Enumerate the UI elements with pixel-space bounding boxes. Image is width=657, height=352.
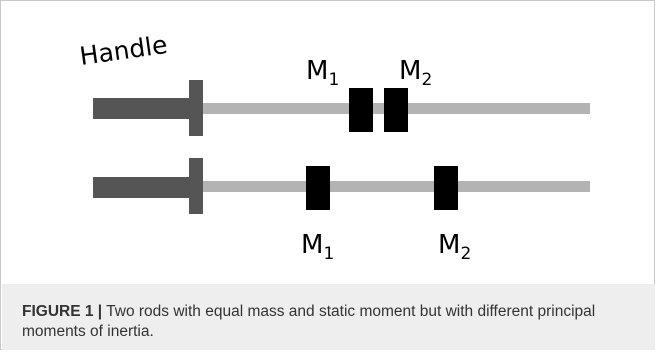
rod-top bbox=[93, 80, 590, 136]
label-m1-bottom: M1 bbox=[301, 230, 334, 264]
handle-label: Handle bbox=[78, 30, 169, 71]
figure-caption: FIGURE 1 | Two rods with equal mass and … bbox=[22, 302, 642, 342]
mass-m2-top bbox=[384, 88, 408, 132]
label-m2-bottom: M2 bbox=[438, 230, 471, 264]
rods-diagram: Handle M1 M2 M1 M2 bbox=[78, 30, 590, 264]
label-m1-top: M1 bbox=[306, 56, 339, 90]
mass-m1-bottom bbox=[306, 166, 330, 210]
rod-top-handle-guard bbox=[189, 80, 203, 136]
mass-m2-bottom bbox=[434, 166, 458, 210]
caption-prefix: FIGURE 1 | bbox=[22, 303, 103, 320]
mass-m1-top bbox=[349, 88, 373, 132]
caption-text: Two rods with equal mass and static mome… bbox=[22, 303, 596, 340]
label-m2-top: M2 bbox=[399, 56, 432, 90]
caption-band: FIGURE 1 | Two rods with equal mass and … bbox=[2, 284, 655, 350]
rod-bottom-handle bbox=[93, 177, 191, 198]
rod-bottom bbox=[93, 158, 590, 214]
rod-bottom-handle-guard bbox=[189, 158, 203, 214]
rod-bottom-bar bbox=[198, 181, 590, 192]
rod-top-handle bbox=[93, 98, 191, 119]
